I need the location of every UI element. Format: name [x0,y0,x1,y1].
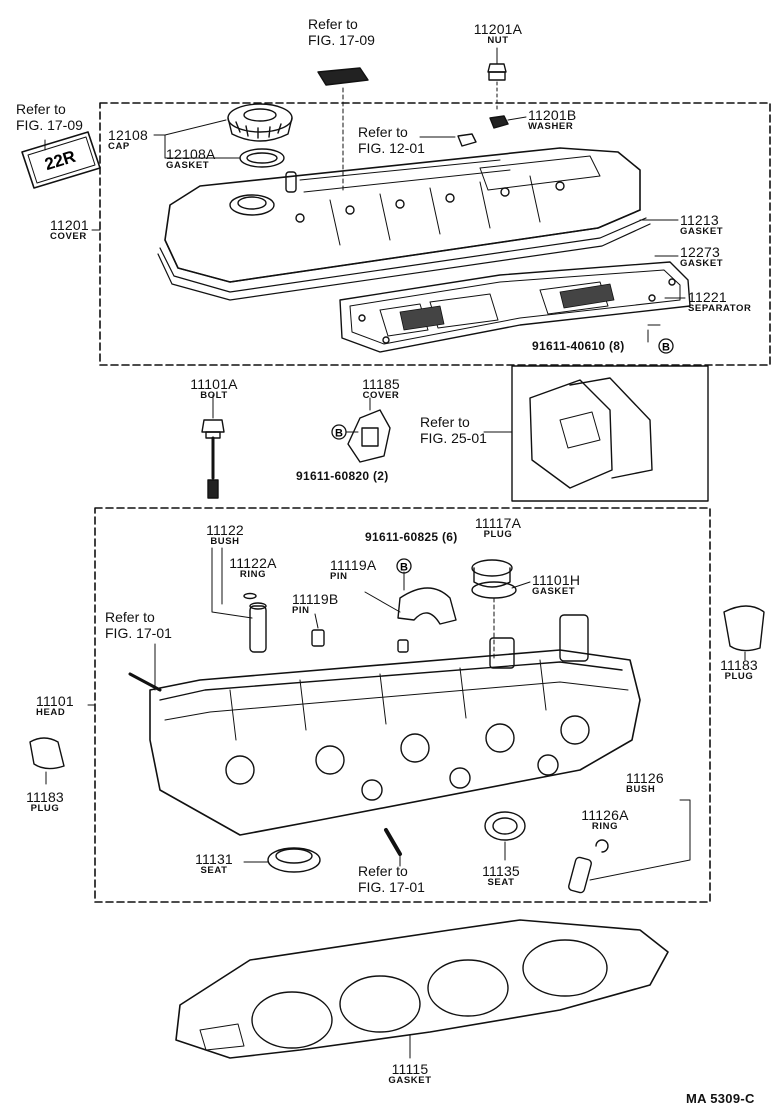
pins [311,629,409,653]
oil-filler-cap [227,103,293,168]
cover-group-box [99,102,771,366]
head-gasket [175,919,669,1059]
cylinder-head [128,614,641,836]
b-marker-cover: B [331,424,347,440]
oil-seal-seat [267,847,321,873]
emblem-22r [21,131,101,189]
svg-text:B: B [335,428,343,440]
valve-guide-bush-top [211,547,267,653]
svg-text:B: B [662,342,670,354]
figure-code: MA 5309-C [686,1091,755,1106]
bearing-cap [397,587,457,625]
label-sep-bolt: 91611-40610 (8) [532,339,625,353]
nut-part [487,47,507,111]
b-marker-separator: B [658,338,674,354]
separator-assembly [339,261,691,353]
label-cover-bolt: 91611-60820 (2) [296,469,389,483]
stud [384,828,402,856]
cam-plug [471,559,517,661]
valve-cover [157,147,651,301]
b-marker-plug-bolt: B [396,558,412,574]
inset-housing [529,377,653,489]
valve-guide-bush-bottom [568,799,691,894]
seat-mid [484,811,526,841]
label-plug-bolt: 91611-60825 (6) [365,530,458,544]
inset-frame [511,365,709,502]
side-plug-left [29,737,65,770]
washer-part [457,115,509,147]
side-plug-right [723,605,765,652]
small-cover [347,409,391,463]
emblem-text: 22R [42,147,77,174]
svg-text:B: B [400,562,408,574]
valve-cover-plate [317,67,369,191]
leader-lines [45,116,746,867]
head-bolt [201,394,225,499]
